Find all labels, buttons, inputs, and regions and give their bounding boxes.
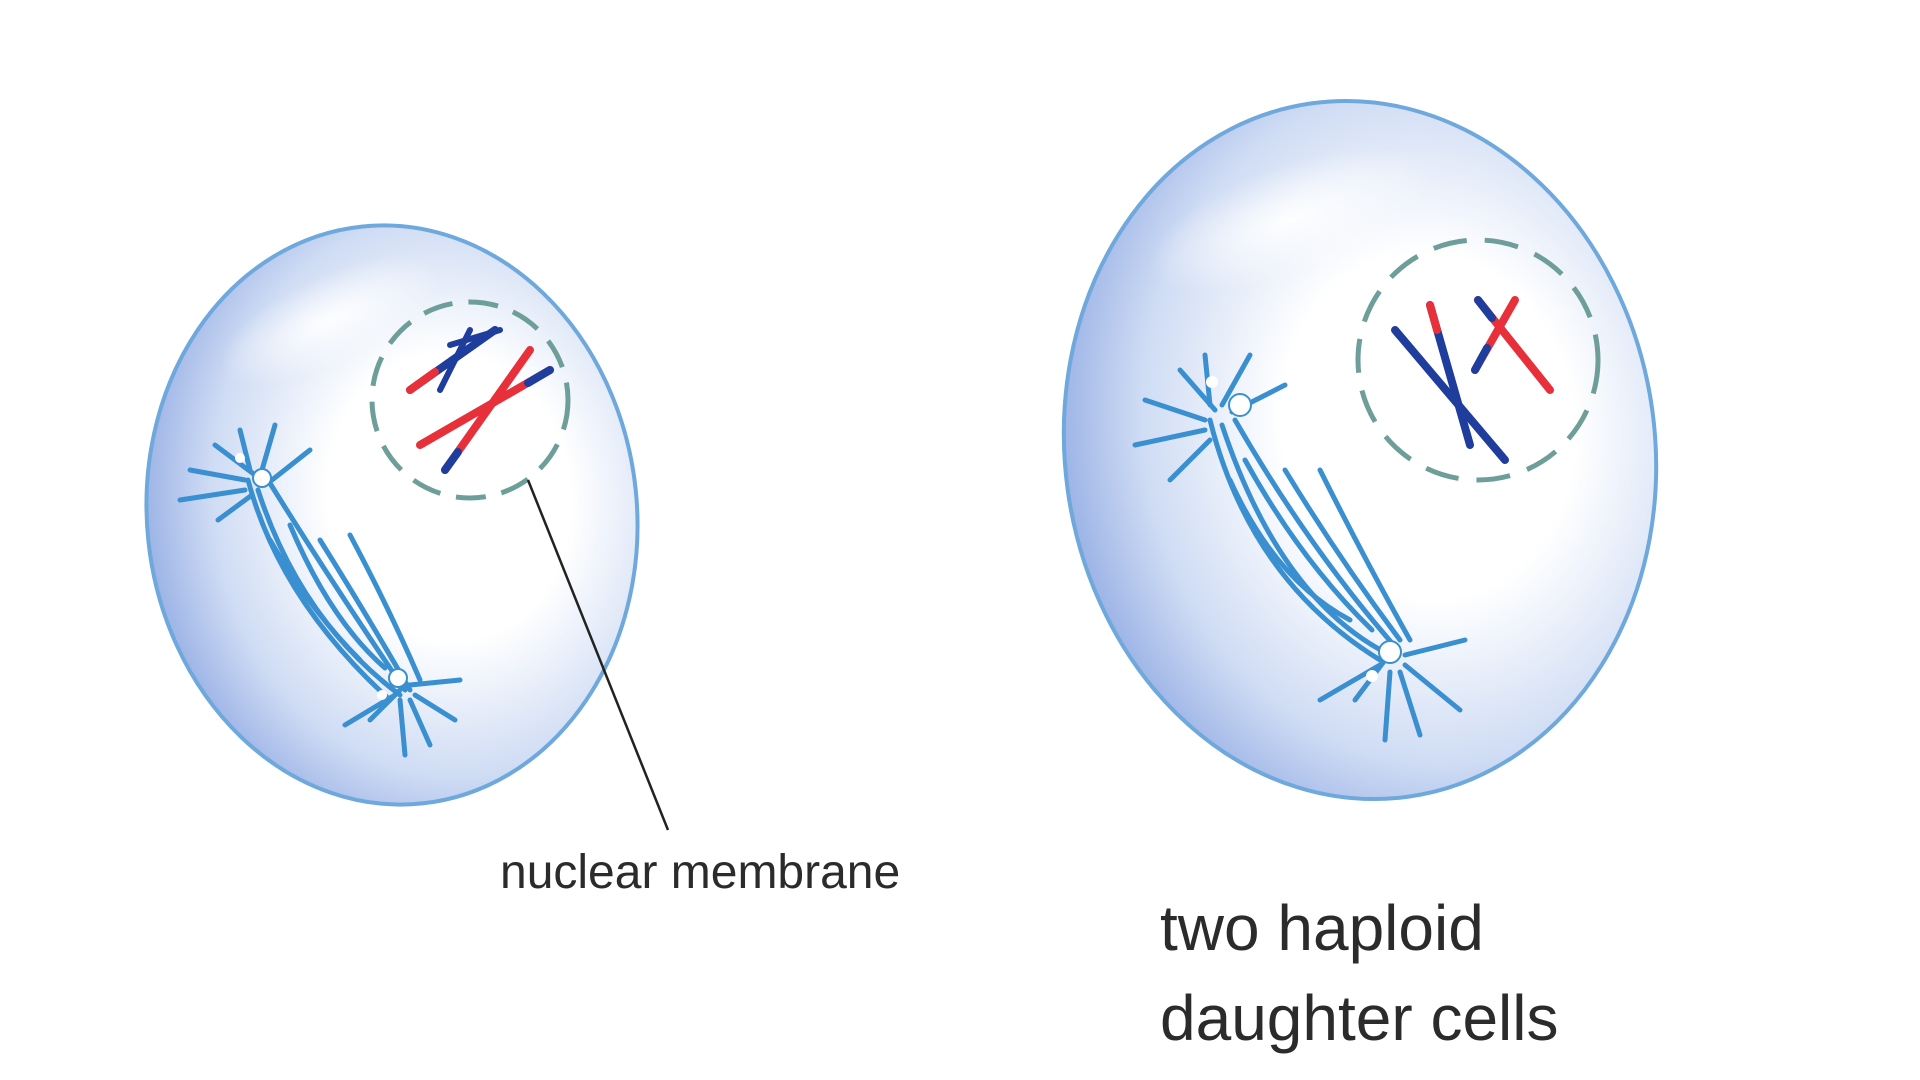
centriole-icon [1206,376,1218,388]
chromosome-blue [1391,326,1509,464]
nuclear-membrane [369,299,571,501]
daughter-cell-right [1061,98,1659,802]
caption-line-1: two haploid [1160,892,1484,964]
centriole-icon [252,468,272,488]
spindle-apparatus [1132,352,1468,743]
membrane-leader-line [526,479,670,831]
centriole-icon [235,453,245,463]
centriole-icon [1228,393,1252,417]
nuclear-membrane-label: nuclear membrane [500,846,900,899]
chromosomes [406,326,554,474]
chromosome-blue-tip [1471,344,1491,374]
chromosome-blue [447,327,503,348]
chromosomes [1391,296,1554,464]
centrioles [1206,376,1402,682]
centriole-icon [377,690,387,700]
chromosome-blue-tip [441,448,462,474]
centriole-icon [1366,670,1378,682]
nuclear-membrane [1355,237,1601,483]
caption-line-2: daughter cells [1160,982,1558,1054]
cell-highlight [219,254,441,386]
centrioles [235,453,408,700]
chromosome-red-tip [406,368,439,394]
daughter-cell-left [144,223,640,807]
spindle-apparatus [177,422,463,758]
centriole-icon [388,668,408,688]
centriole-icon [1378,640,1402,664]
chromosome-red-tip [1426,301,1441,334]
cell-highlight [1147,147,1433,293]
chromosome-blue-tip [524,366,554,387]
chromosome-blue-tip [1474,296,1496,322]
chromosome-blue [437,327,473,393]
